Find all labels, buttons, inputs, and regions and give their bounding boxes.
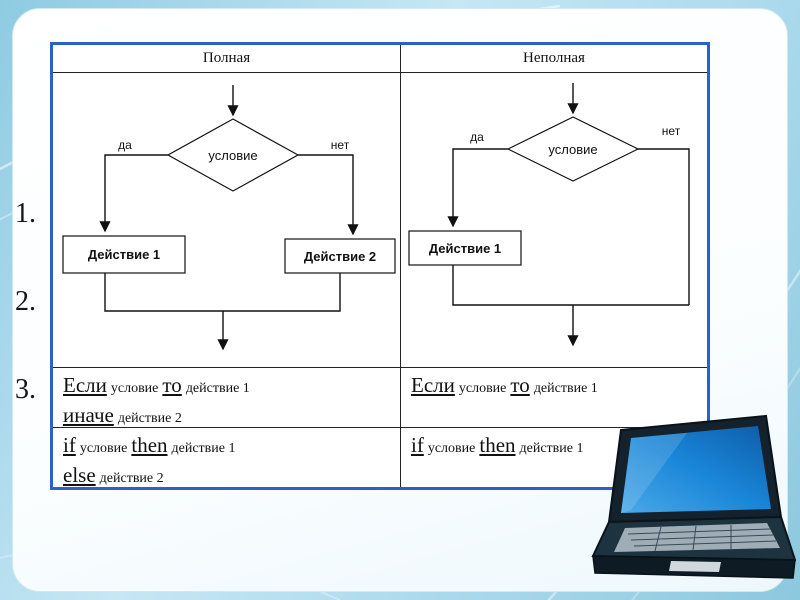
yes-label-full: да [118,138,132,152]
header-cell-partial: Неполная [400,45,707,72]
code-keyword: иначе [63,403,114,427]
condition-diamond-full [166,118,300,192]
pseudocode-partial-en: if условие then действие 1 [400,428,707,487]
pseudocode-full-en: if условие then действие 1 else действие… [53,428,400,487]
code-text: действие 1 [185,381,250,396]
flowchart-partial: условие да нет Действие 1 [408,83,690,347]
laptop-base [591,515,796,579]
code-keyword: else [63,463,96,487]
code-keyword: то [510,373,530,397]
no-label-partial: нет [662,124,681,138]
code-line: Если условие то действие 1 [411,372,707,402]
pseudocode-ru-row: Если условие то действие 1 иначе действи… [53,368,707,428]
pseudocode-partial-ru: Если условие то действие 1 [400,368,707,427]
code-keyword: Если [63,373,107,397]
code-keyword: то [162,373,182,397]
code-line: else действие 2 [63,462,400,487]
action1-box-full [62,235,186,274]
flowchart-full: условие да нет Действие 1 Действие 2 [62,85,396,351]
action2-box-full [284,238,396,274]
code-line: if условие then действие 1 [63,432,400,462]
code-text: условие [79,441,128,456]
no-label-full: нет [331,138,350,152]
code-text: условие [110,381,159,396]
action1-box-partial [408,230,522,266]
action1-label-partial: Действие 1 [429,241,501,256]
flow-connectors-partial [447,83,690,347]
laptop-illustration [591,414,796,579]
condition-label-full: условие [208,148,257,163]
pseudocode-full-ru: Если условие то действие 1 иначе действи… [53,368,400,427]
pseudocode-en-row: if условие then действие 1 else действие… [53,428,707,487]
code-line: Если условие то действие 1 [63,372,400,402]
header-cell-full: Полная [202,50,251,66]
table-header-row: Полная Неполная [53,45,707,73]
code-text: действие 1 [519,441,584,456]
list-number-1: 1. [15,198,36,229]
code-keyword: if [63,433,76,457]
action1-label-full: Действие 1 [88,247,160,262]
code-line: if условие then действие 1 [411,432,707,462]
flowchart-row: условие да нет Действие 1 Действие 2 [53,73,707,368]
list-number-2: 2. [15,286,36,317]
code-text: действие 1 [533,381,598,396]
list-number-3: 3. [15,374,36,405]
code-text: условие [427,441,476,456]
flowchart-partial-cell: условие да нет Действие 1 [400,73,707,368]
code-text: условие [458,381,507,396]
code-line: иначе действие 2 [63,402,400,427]
code-keyword: then [479,433,516,457]
yes-label-partial: да [470,130,484,144]
conditional-structures-table: Полная Неполная [50,42,710,490]
flow-connectors-full [99,85,359,351]
code-keyword: if [411,433,424,457]
code-text: действие 2 [99,471,164,486]
condition-diamond-partial [506,116,640,182]
condition-label-partial: условие [548,142,597,157]
code-text: действие 1 [171,441,236,456]
code-keyword: Если [411,373,455,397]
laptop-screen [607,414,783,524]
flowchart-full-cell: условие да нет Действие 1 Действие 2 [53,73,400,368]
code-keyword: then [131,433,168,457]
laptop-touchpad [669,561,721,572]
action2-label-full: Действие 2 [304,249,376,264]
code-text: действие 2 [117,411,182,426]
